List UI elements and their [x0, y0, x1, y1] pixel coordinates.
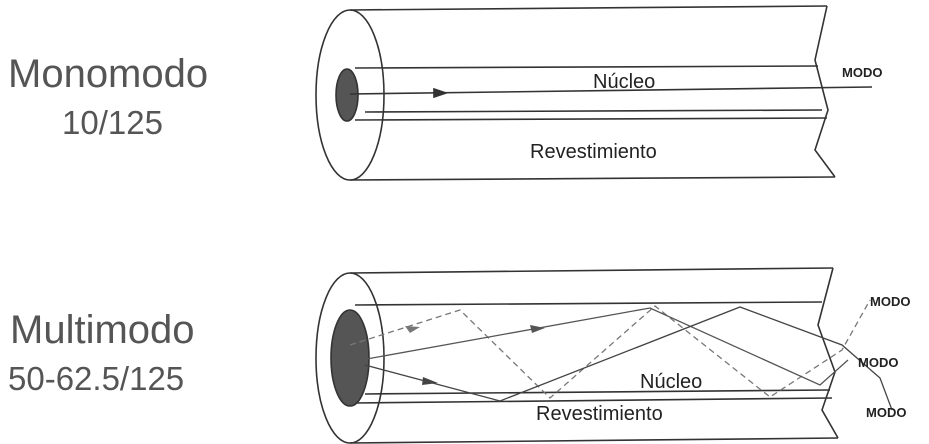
multi-mode-ray-mid: [349, 307, 849, 386]
multi-mode-core-top: [354, 301, 823, 306]
single-mode-outer-top: [349, 5, 828, 11]
single-mode-fiber: [315, 5, 873, 181]
multi-mode-ray-dashed: [349, 299, 871, 399]
single-mode-core-label: Núcleo: [593, 71, 655, 93]
single-mode-outer-bottom: [349, 176, 836, 181]
multi-mode-mode-label-1: MODO: [870, 294, 910, 309]
single-mode-core-top: [354, 65, 819, 69]
single-mode-cladding-label: Revestimiento: [530, 141, 657, 163]
multi-mode-core-end: [330, 309, 370, 407]
single-mode-core-bottom: [354, 117, 828, 121]
multi-mode-ray-arrow-3: [422, 377, 438, 385]
multi-mode-fiber: [315, 267, 839, 444]
multi-mode-ray-arrow-2: [530, 325, 545, 333]
single-mode-ray-arrow: [433, 87, 449, 99]
multi-mode-rays: [349, 299, 893, 411]
multi-mode-outer-bottom: [349, 437, 839, 444]
multi-mode-cladding-line: [364, 389, 831, 395]
multi-mode-title: Multimodo: [10, 308, 195, 352]
single-mode-mode-label: MODO: [842, 65, 882, 80]
multi-mode-ray-low: [364, 306, 893, 411]
multi-mode-break-edge: [817, 267, 839, 439]
single-mode-break-edge: [814, 5, 836, 178]
single-mode-cladding-line: [364, 109, 823, 113]
multi-mode-mode-label-3: MODO: [866, 405, 906, 420]
multi-mode-spec: 50-62.5/125: [8, 360, 185, 397]
single-mode-title: Monomodo: [8, 52, 209, 96]
multi-mode-outer-top: [349, 267, 834, 274]
multi-mode-mode-label-2: MODO: [858, 355, 898, 370]
multi-mode-core-bottom: [354, 397, 833, 404]
multi-mode-cladding-label: Revestimiento: [536, 403, 663, 425]
multi-mode-ray-arrow-1: [405, 326, 420, 333]
multi-mode-core-label: Núcleo: [640, 371, 702, 393]
single-mode-spec: 10/125: [62, 104, 163, 141]
single-mode-core-end: [335, 68, 359, 122]
